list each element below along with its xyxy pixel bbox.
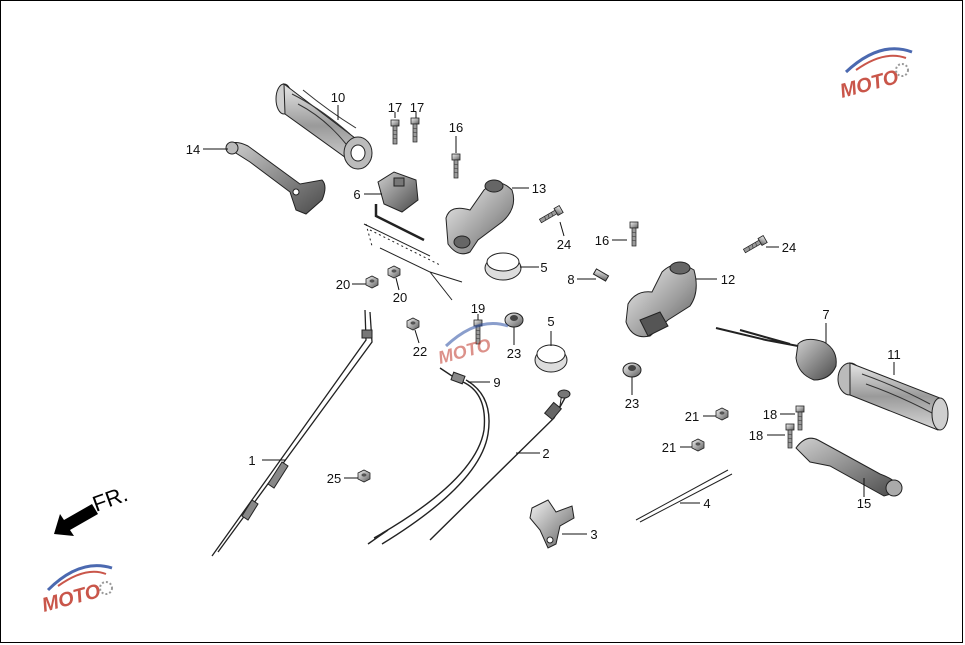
callout-21a: 21	[685, 409, 699, 424]
part-23b-collar-nut	[622, 362, 642, 378]
callout-14: 14	[186, 142, 200, 157]
callout-21b: 21	[662, 440, 676, 455]
part-18b-bolt	[785, 423, 795, 449]
leader-lines	[203, 105, 895, 535]
part-24b-bolt	[742, 235, 768, 255]
part-13-clutch-holder	[445, 179, 515, 255]
watermark-brand-center: MOTO	[436, 335, 493, 368]
watermark-logo-top-right: MOTO	[838, 47, 913, 103]
part-22-nut	[406, 317, 420, 331]
callout-15: 15	[857, 496, 871, 511]
callout-9: 9	[493, 375, 500, 390]
part-8-pin	[592, 268, 610, 282]
watermark-logo-center: MOTO	[436, 322, 509, 368]
callout-11: 11	[887, 347, 901, 362]
part-21a-nut	[715, 407, 729, 421]
part-20a-nut	[365, 275, 379, 289]
watermark-logo-bottom-left: MOTO	[40, 564, 113, 617]
part-15-brake-lever	[795, 437, 903, 497]
part-16b-bolt	[629, 221, 639, 247]
part-2-clutch-cable	[429, 389, 571, 541]
part-4-wire	[635, 469, 733, 523]
callout-19: 19	[471, 301, 485, 316]
part-10-left-grip	[275, 82, 373, 170]
part-1-throttle-cable	[211, 309, 373, 557]
watermark-brand-bottom: MOTO	[40, 580, 104, 617]
callout-5a: 5	[540, 260, 547, 275]
callout-25: 25	[327, 471, 341, 486]
front-direction-label: FR.	[89, 481, 131, 517]
callout-23b: 23	[625, 396, 639, 411]
callout-16a: 16	[449, 120, 463, 135]
callout-7: 7	[822, 307, 829, 322]
callout-8: 8	[567, 272, 574, 287]
part-5a-clamp	[484, 252, 522, 281]
callout-20a: 20	[336, 277, 350, 292]
part-20b-nut	[387, 265, 401, 279]
callout-17a: 17	[388, 100, 402, 115]
part-11-right-grip	[837, 362, 949, 431]
callout-17b: 17	[410, 100, 424, 115]
callout-13: 13	[532, 181, 546, 196]
callout-18b: 18	[749, 428, 763, 443]
part-5b-clamp	[534, 344, 568, 373]
callout-24a: 24	[557, 237, 571, 252]
part-6-left-switch	[363, 171, 463, 301]
part-24a-bolt	[538, 205, 564, 225]
part-21b-nut	[691, 438, 705, 452]
callout-3: 3	[590, 527, 597, 542]
callout-23a: 23	[507, 346, 521, 361]
part-16a-bolt	[451, 153, 461, 179]
callout-6: 6	[353, 187, 360, 202]
callout-16b: 16	[595, 233, 609, 248]
part-9-choke-cable	[367, 367, 490, 545]
part-17b-bolt	[410, 117, 420, 143]
callout-5b: 5	[547, 314, 554, 329]
part-12-brake-master-cylinder	[625, 261, 697, 338]
part-14-clutch-lever	[225, 141, 326, 215]
callout-1: 1	[248, 453, 255, 468]
callout-4: 4	[703, 496, 710, 511]
part-7-right-switch	[715, 327, 837, 381]
callout-10: 10	[331, 90, 345, 105]
callout-2: 2	[542, 446, 549, 461]
callout-24b: 24	[782, 240, 796, 255]
part-17a-bolt	[390, 119, 400, 145]
part-18a-bolt	[795, 405, 805, 431]
callout-20b: 20	[393, 290, 407, 305]
callout-18a: 18	[763, 407, 777, 422]
callout-22: 22	[413, 344, 427, 359]
front-direction-arrow: FR.	[54, 481, 131, 536]
callout-labels: 1 2 3 4 5 5 6 7 8 9 10 11 12 13 14 15 16…	[186, 90, 901, 542]
part-3-bracket	[529, 499, 575, 549]
callout-12: 12	[721, 272, 735, 287]
part-25-nut	[357, 469, 371, 483]
